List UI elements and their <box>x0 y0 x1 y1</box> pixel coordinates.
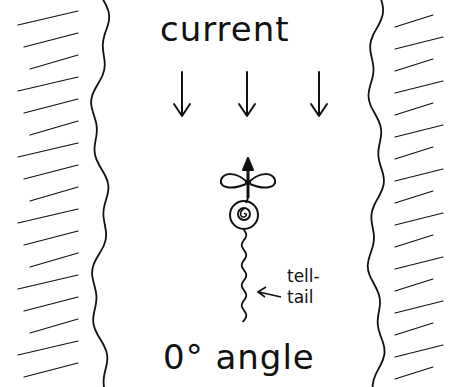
bank-hatching <box>18 77 78 91</box>
tell-tale-label: tell- tail <box>287 266 337 309</box>
spinner-blade <box>221 174 246 187</box>
bank-hatching <box>395 59 433 71</box>
bank-hatching <box>395 367 433 379</box>
bank-hatching <box>24 165 78 179</box>
bank-hatching <box>395 279 433 291</box>
bank-hatching <box>18 341 78 355</box>
bank-hatching <box>30 319 78 333</box>
spinner-lure <box>221 158 281 322</box>
bank-hatching <box>395 15 433 27</box>
spinner-blade <box>250 174 275 187</box>
current-arrow <box>311 72 327 116</box>
current-arrow <box>174 72 190 116</box>
leader-arrow <box>258 287 281 297</box>
bank-hatching <box>30 55 78 69</box>
bank-hatching <box>18 275 78 289</box>
bank-hatching <box>395 213 443 225</box>
current-arrow <box>239 72 255 116</box>
bank-hatching <box>395 125 443 137</box>
bank-hatching <box>395 147 433 159</box>
bank-hatching <box>395 301 443 313</box>
bank-hatching <box>24 99 78 113</box>
bank-hatching <box>395 37 443 49</box>
bank-hatching <box>24 33 78 47</box>
left-bank <box>91 0 109 387</box>
bank-hatching <box>30 253 78 267</box>
bank-hatching <box>18 11 78 25</box>
angle-caption: 0° angle <box>163 340 315 374</box>
bank-hatching <box>18 209 78 223</box>
bank-hatching <box>24 231 78 245</box>
bank-hatching <box>395 191 433 203</box>
bank-hatching <box>395 323 433 335</box>
bank-hatching <box>24 363 78 377</box>
bank-hatching <box>395 103 433 115</box>
bank-hatching <box>395 235 433 247</box>
bank-hatching <box>395 81 443 93</box>
bank-hatching <box>395 345 443 357</box>
lure-body <box>230 201 258 229</box>
bank-hatching <box>24 297 78 311</box>
tell-tale-line <box>242 230 247 322</box>
bank-hatching <box>30 121 78 135</box>
bank-hatching <box>30 187 78 201</box>
bank-hatching <box>395 257 443 269</box>
bank-hatching <box>395 169 443 181</box>
bank-hatching <box>18 143 78 157</box>
current-label: current <box>160 12 290 46</box>
right-bank <box>368 0 385 387</box>
